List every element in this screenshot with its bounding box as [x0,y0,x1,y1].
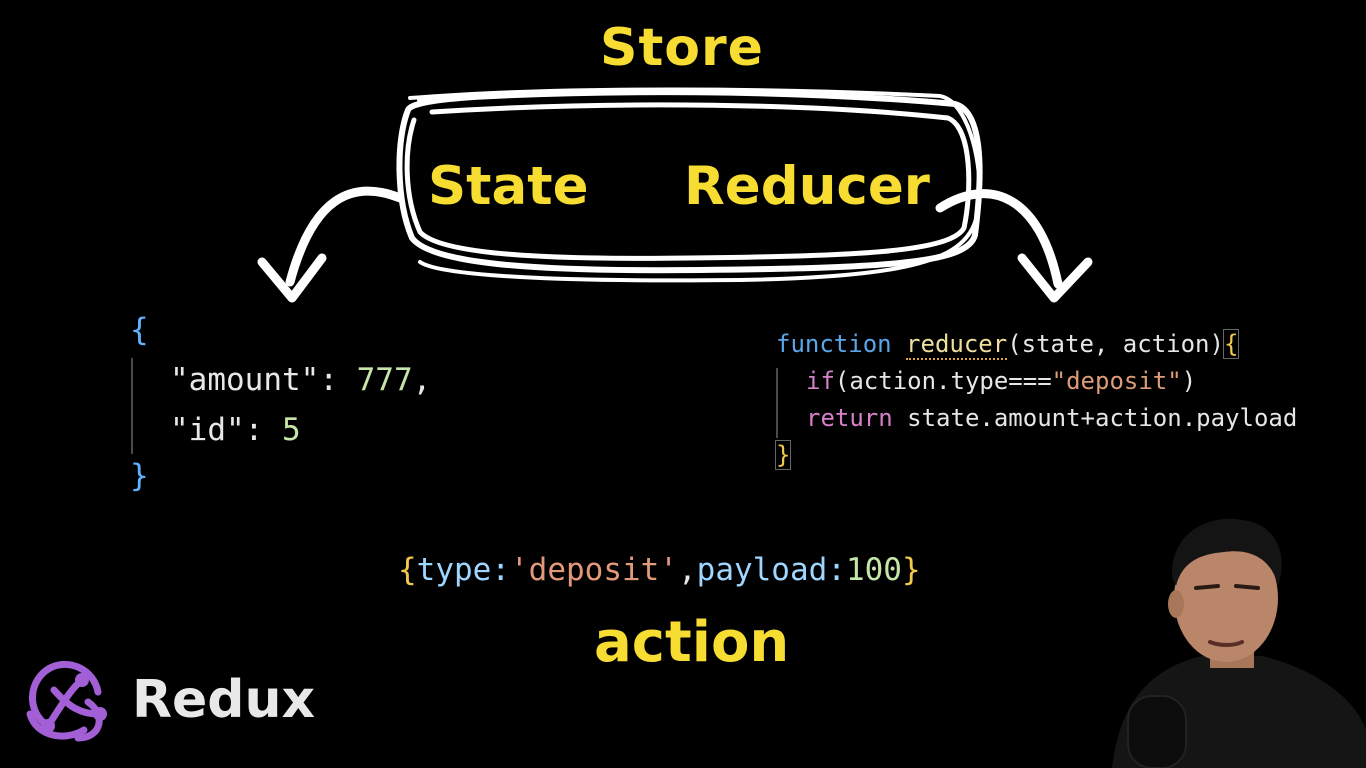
kw-function: function [776,330,892,358]
return-expr: state.amount+action.payload [907,404,1298,432]
json-comma: , [412,362,432,398]
fn-close-brace: } [774,440,792,470]
json-value-amount: 777 [356,362,413,398]
reducer-signature: function reducer(state, action){ [776,329,1240,360]
store-outline-2 [404,102,972,261]
json-sep: : [319,362,357,398]
reducer-return-line: return state.amount+action.payload [806,404,1297,432]
fn-params: (state, action) [1007,330,1224,358]
action-open-brace: { [398,552,417,588]
reducer-label: Reducer [684,156,930,217]
action-payload-key: payload: [696,552,846,588]
presenter-face [1174,534,1278,662]
json-sep: : [244,412,282,448]
json-line-id: "id": 5 [170,412,301,448]
state-label: State [428,156,589,217]
arrow-to-state [285,186,405,287]
redux-logo-icon [26,660,107,742]
json-line-amount: "amount": 777, [170,362,431,398]
arrow-to-reducer-head [1017,253,1093,303]
kw-return: return [806,404,893,432]
json-key-amount: "amount" [170,362,320,398]
json-key-id: "id" [170,412,245,448]
action-comma: , [677,552,697,588]
json-close-brace: } [130,458,149,494]
kw-if: if [806,367,835,395]
presenter-hair [1171,518,1282,586]
action-close-brace: } [901,552,921,588]
json-open-brace: { [130,312,149,348]
store-title: Store [600,18,764,78]
arrow-to-state-head [257,253,327,303]
action-type-key: type: [416,552,510,588]
arrow-to-reducer [935,189,1063,289]
fn-name: reducer [906,330,1008,360]
fn-open-brace: { [1222,329,1240,359]
action-label: action [594,610,790,675]
json-value-id: 5 [281,412,301,448]
presenter-brow [1194,584,1260,590]
reducer-if-line: if(action.type==="deposit") [806,367,1196,395]
store-outline-1 [396,89,983,274]
presenter-video [1112,518,1366,768]
action-payload-value: 100 [845,552,902,588]
action-object: {type:'deposit',payload:100} [398,552,921,588]
if-cond-a: (action.type=== [834,367,1052,395]
presenter-ear [1168,590,1184,618]
action-type-value: 'deposit' [510,552,678,588]
presenter-mouth [1208,640,1244,647]
if-cond-b: ) [1181,367,1197,395]
microphone-icon [1127,695,1187,768]
indent-guide [131,358,133,454]
if-string: "deposit" [1051,367,1182,395]
redux-wordmark: Redux [132,670,316,730]
indent-guide [776,368,778,438]
